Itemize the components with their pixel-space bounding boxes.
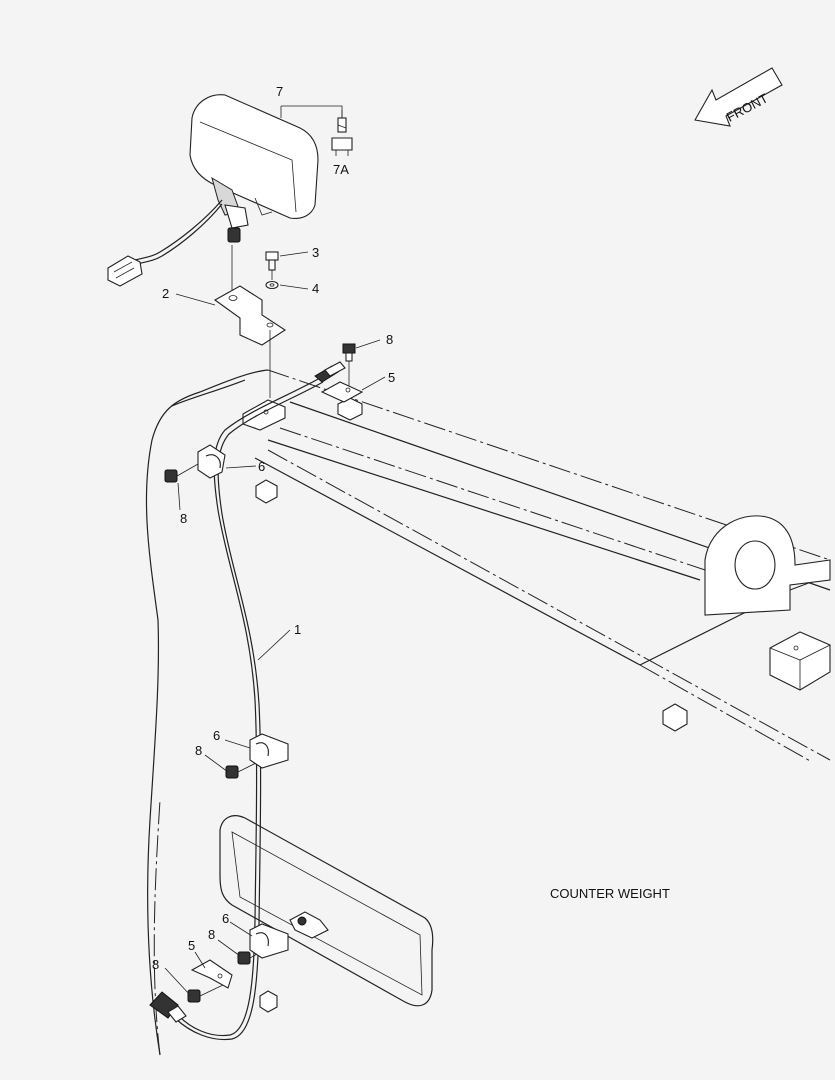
callouts: 7 7A 3 4 2 8 5 6 8 1 6 8 6 8 5 8 (152, 84, 395, 972)
callout-2: 2 (162, 286, 169, 301)
mounting-pads (242, 397, 688, 1013)
leader-lines (164, 105, 386, 996)
right-block (769, 631, 831, 691)
lamp-bracket (213, 285, 287, 346)
harness-connector-top (314, 361, 346, 383)
callout-6-middle: 6 (213, 728, 220, 743)
lamp-pigtail (107, 199, 223, 287)
clamp-6-lower (249, 923, 289, 959)
callout-8-bottom: 8 (152, 957, 159, 972)
callout-7a: 7A (333, 162, 349, 177)
clip-plate-lower (190, 959, 233, 989)
callout-1: 1 (294, 622, 301, 637)
harness-cable (175, 377, 324, 1041)
bolt-8-bottom (187, 983, 226, 1003)
callout-8-lower: 8 (208, 927, 215, 942)
washer-4 (265, 280, 279, 290)
callout-7: 7 (276, 84, 283, 99)
clamp-6-middle (249, 733, 289, 769)
callout-5-lower: 5 (188, 938, 195, 953)
harness-connector-bottom (149, 991, 187, 1023)
clip-plate-top (320, 381, 364, 403)
window-recess (219, 815, 434, 1007)
clamp-6-upper (197, 444, 226, 479)
front-arrow: FRONT (694, 67, 783, 127)
callout-3: 3 (312, 245, 319, 260)
callout-8-top: 8 (386, 332, 393, 347)
counter-weight-label: COUNTER WEIGHT (550, 886, 670, 901)
callout-6-lower: 6 (222, 911, 229, 926)
callout-6-upper: 6 (258, 459, 265, 474)
counterweight-lug (704, 515, 831, 616)
bolt-8-upper-left (164, 463, 199, 483)
callout-8-upper-left: 8 (180, 511, 187, 526)
work-lamp (189, 94, 319, 243)
callout-4: 4 (312, 281, 319, 296)
callout-8-middle: 8 (195, 743, 202, 758)
callout-5-top: 5 (388, 370, 395, 385)
bolt-3 (265, 251, 279, 271)
bolt-8-top (342, 343, 356, 362)
side-clip (289, 911, 329, 939)
